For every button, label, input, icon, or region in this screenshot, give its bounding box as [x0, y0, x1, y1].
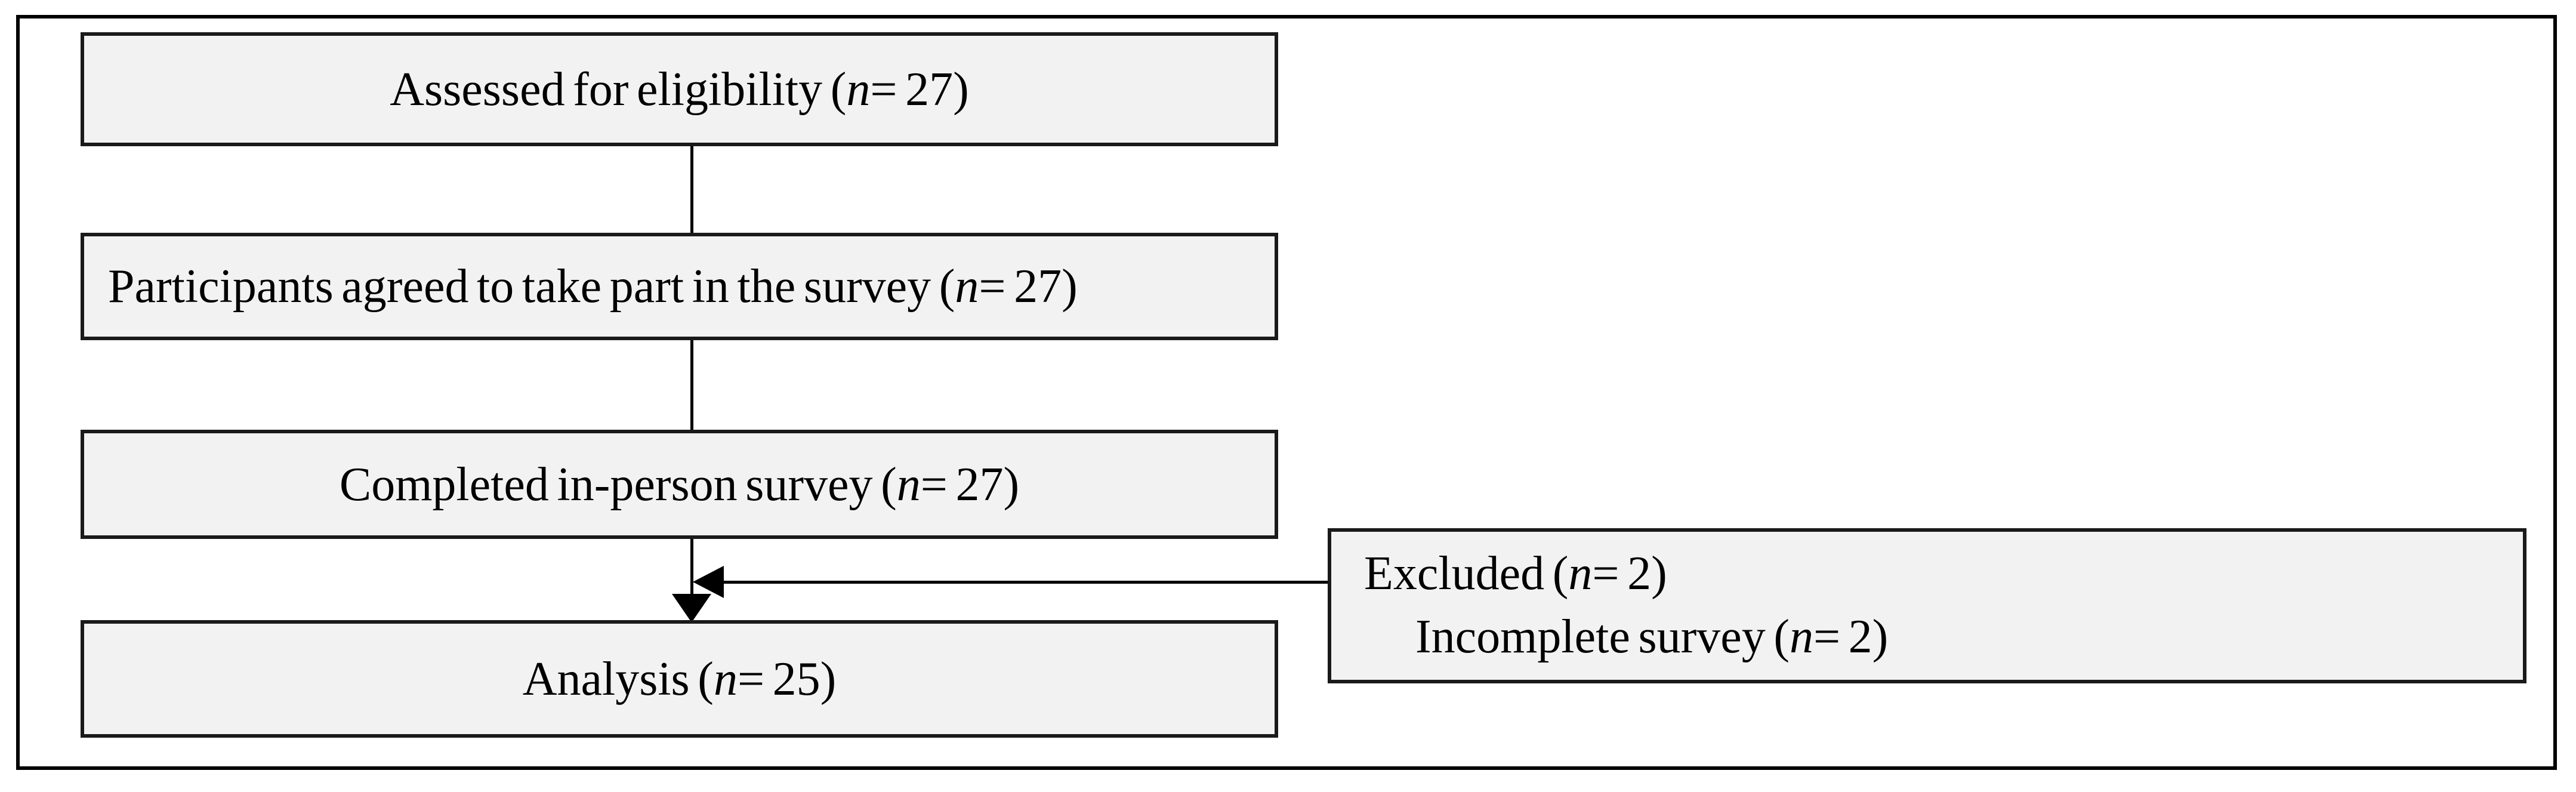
arrowhead-left-icon — [693, 566, 724, 598]
flow-box-analysis: Analysis (n= 25) — [81, 620, 1278, 738]
label-text: Assessed for eligibility ( — [390, 63, 847, 116]
arrowhead-down-icon — [672, 594, 711, 622]
n-symbol: n — [1789, 611, 1813, 663]
flow-box-completed-label: Completed in-person survey (n= 27) — [340, 458, 1019, 511]
label-count: = 25) — [737, 652, 837, 705]
flow-box-agreed-label: Participants agreed to take part in the … — [108, 260, 1078, 313]
label-count: = 2) — [1813, 611, 1889, 663]
label-count: = 27) — [979, 260, 1078, 313]
flow-box-agreed: Participants agreed to take part in the … — [81, 233, 1278, 340]
flow-box-assessed-label: Assessed for eligibility (n= 27) — [390, 63, 969, 116]
excluded-line1: Excluded (n= 2) — [1364, 543, 2523, 606]
label-text: Analysis ( — [522, 652, 714, 705]
n-symbol: n — [896, 458, 921, 511]
label-count: = 2) — [1592, 547, 1667, 600]
label-count: = 27) — [870, 63, 969, 116]
flow-box-analysis-label: Analysis (n= 25) — [523, 653, 837, 705]
flow-box-completed: Completed in-person survey (n= 27) — [81, 430, 1278, 539]
excluded-line2: Incomplete survey (n= 2) — [1415, 606, 2523, 669]
connector-excluded-branch — [722, 581, 1328, 584]
n-symbol: n — [713, 652, 738, 705]
connector-assessed-to-agreed — [690, 146, 693, 233]
flow-box-excluded: Excluded (n= 2) Incomplete survey (n= 2) — [1328, 528, 2526, 683]
label-text: Incomplete survey ( — [1415, 611, 1790, 663]
n-symbol: n — [846, 63, 871, 116]
connector-completed-to-analysis — [690, 539, 693, 599]
label-count: = 27) — [920, 458, 1020, 511]
label-text: Completed in-person survey ( — [339, 458, 897, 511]
n-symbol: n — [955, 260, 979, 313]
connector-agreed-to-completed — [690, 340, 693, 430]
label-text: Excluded ( — [1364, 547, 1569, 600]
flow-box-assessed: Assessed for eligibility (n= 27) — [81, 32, 1278, 146]
label-text: Participants agreed to take part in the … — [108, 260, 955, 313]
n-symbol: n — [1568, 547, 1593, 600]
